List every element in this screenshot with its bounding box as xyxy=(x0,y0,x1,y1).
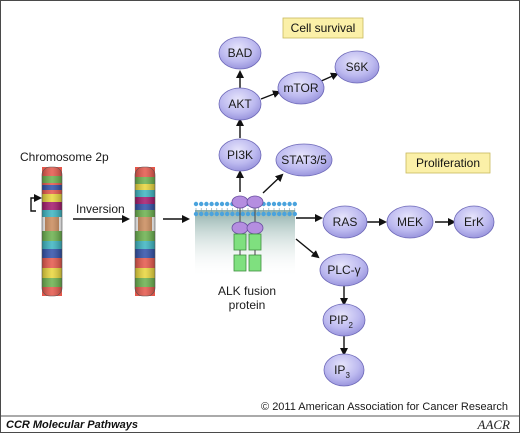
lipid-head xyxy=(245,211,251,217)
lipid-head xyxy=(261,211,266,217)
lipid-head xyxy=(199,211,204,217)
lipid-head xyxy=(193,201,199,207)
node-mek: MEK xyxy=(386,205,434,239)
lipid-head xyxy=(282,201,287,207)
chromosome-label: Chromosome 2p xyxy=(20,150,109,164)
node-akt: AKT xyxy=(218,87,262,121)
node-mtor: mTOR xyxy=(277,71,325,105)
node-ras: RAS xyxy=(322,205,368,239)
pathway-arrows xyxy=(236,70,456,356)
tag-proliferation: Proliferation xyxy=(405,152,491,174)
node-s6k: S6K xyxy=(334,50,380,84)
svg-text:mTOR: mTOR xyxy=(283,81,318,95)
lipid-head xyxy=(209,201,214,207)
lipid-head xyxy=(266,201,271,207)
lipid-head xyxy=(193,211,199,217)
alk-fusion-protein xyxy=(231,195,264,272)
lipid-head xyxy=(271,211,277,217)
node-bad: BAD xyxy=(218,36,262,70)
svg-text:Cell survival: Cell survival xyxy=(291,21,356,35)
lipid-head xyxy=(225,211,230,217)
lipid-head xyxy=(282,211,287,217)
lipid-head xyxy=(292,211,297,217)
lipid-head xyxy=(219,201,225,207)
lipid-head xyxy=(277,211,282,217)
svg-text:AKT: AKT xyxy=(228,97,252,111)
lipid-head xyxy=(209,211,214,217)
svg-text:MEK: MEK xyxy=(397,215,423,229)
lipid-head xyxy=(292,201,297,207)
lipid-head xyxy=(204,201,209,207)
node-pip2: PIP2 xyxy=(322,303,366,337)
svg-text:PI3K: PI3K xyxy=(227,148,253,162)
fusion-label-line2: protein xyxy=(229,298,266,312)
aacr-logo: AACR xyxy=(477,417,511,432)
lipid-head xyxy=(287,201,292,207)
lipid-head xyxy=(225,201,230,207)
svg-text:BAD: BAD xyxy=(228,46,253,60)
svg-text:Proliferation: Proliferation xyxy=(416,156,480,170)
svg-text:PLC-γ: PLC-γ xyxy=(327,263,360,277)
lipid-head xyxy=(266,211,271,217)
lipid-head xyxy=(214,211,219,217)
inversion-loop-arrow xyxy=(30,194,42,212)
svg-text:PIP2: PIP2 xyxy=(329,313,353,330)
lipid-head xyxy=(287,211,292,217)
lipid-head xyxy=(199,201,204,207)
lipid-head xyxy=(219,211,225,217)
svg-text:RAS: RAS xyxy=(333,215,358,229)
lipid-head xyxy=(277,201,282,207)
node-erk: ErK xyxy=(453,205,495,239)
brand-text: CCR Molecular Pathways xyxy=(6,419,138,431)
inversion-label: Inversion xyxy=(76,202,125,216)
fusion-label-line1: ALK fusion xyxy=(218,284,276,298)
svg-text:S6K: S6K xyxy=(346,60,369,74)
lipid-head xyxy=(214,201,219,207)
chromosome-inverted xyxy=(134,166,156,297)
node-plc-gamma: PLC-γ xyxy=(319,253,369,287)
lipid-head xyxy=(251,211,256,217)
svg-text:IP3: IP3 xyxy=(334,363,350,380)
lipid-head xyxy=(235,211,240,217)
node-pi3k: PI3K xyxy=(218,138,262,172)
node-ip3: IP3 xyxy=(323,353,365,387)
chromosome-original xyxy=(41,166,63,297)
copyright-text: © 2011 American Association for Cancer R… xyxy=(261,401,508,413)
tag-cell-survival: Cell survival xyxy=(282,17,364,39)
lipid-head xyxy=(204,211,209,217)
lipid-head xyxy=(271,201,277,207)
lipid-head xyxy=(230,211,235,217)
lipid-head xyxy=(240,211,245,217)
lipid-head xyxy=(256,211,261,217)
svg-text:STAT3/5: STAT3/5 xyxy=(281,153,327,167)
node-stat3-5: STAT3/5 xyxy=(275,143,333,177)
svg-text:ErK: ErK xyxy=(464,215,484,229)
